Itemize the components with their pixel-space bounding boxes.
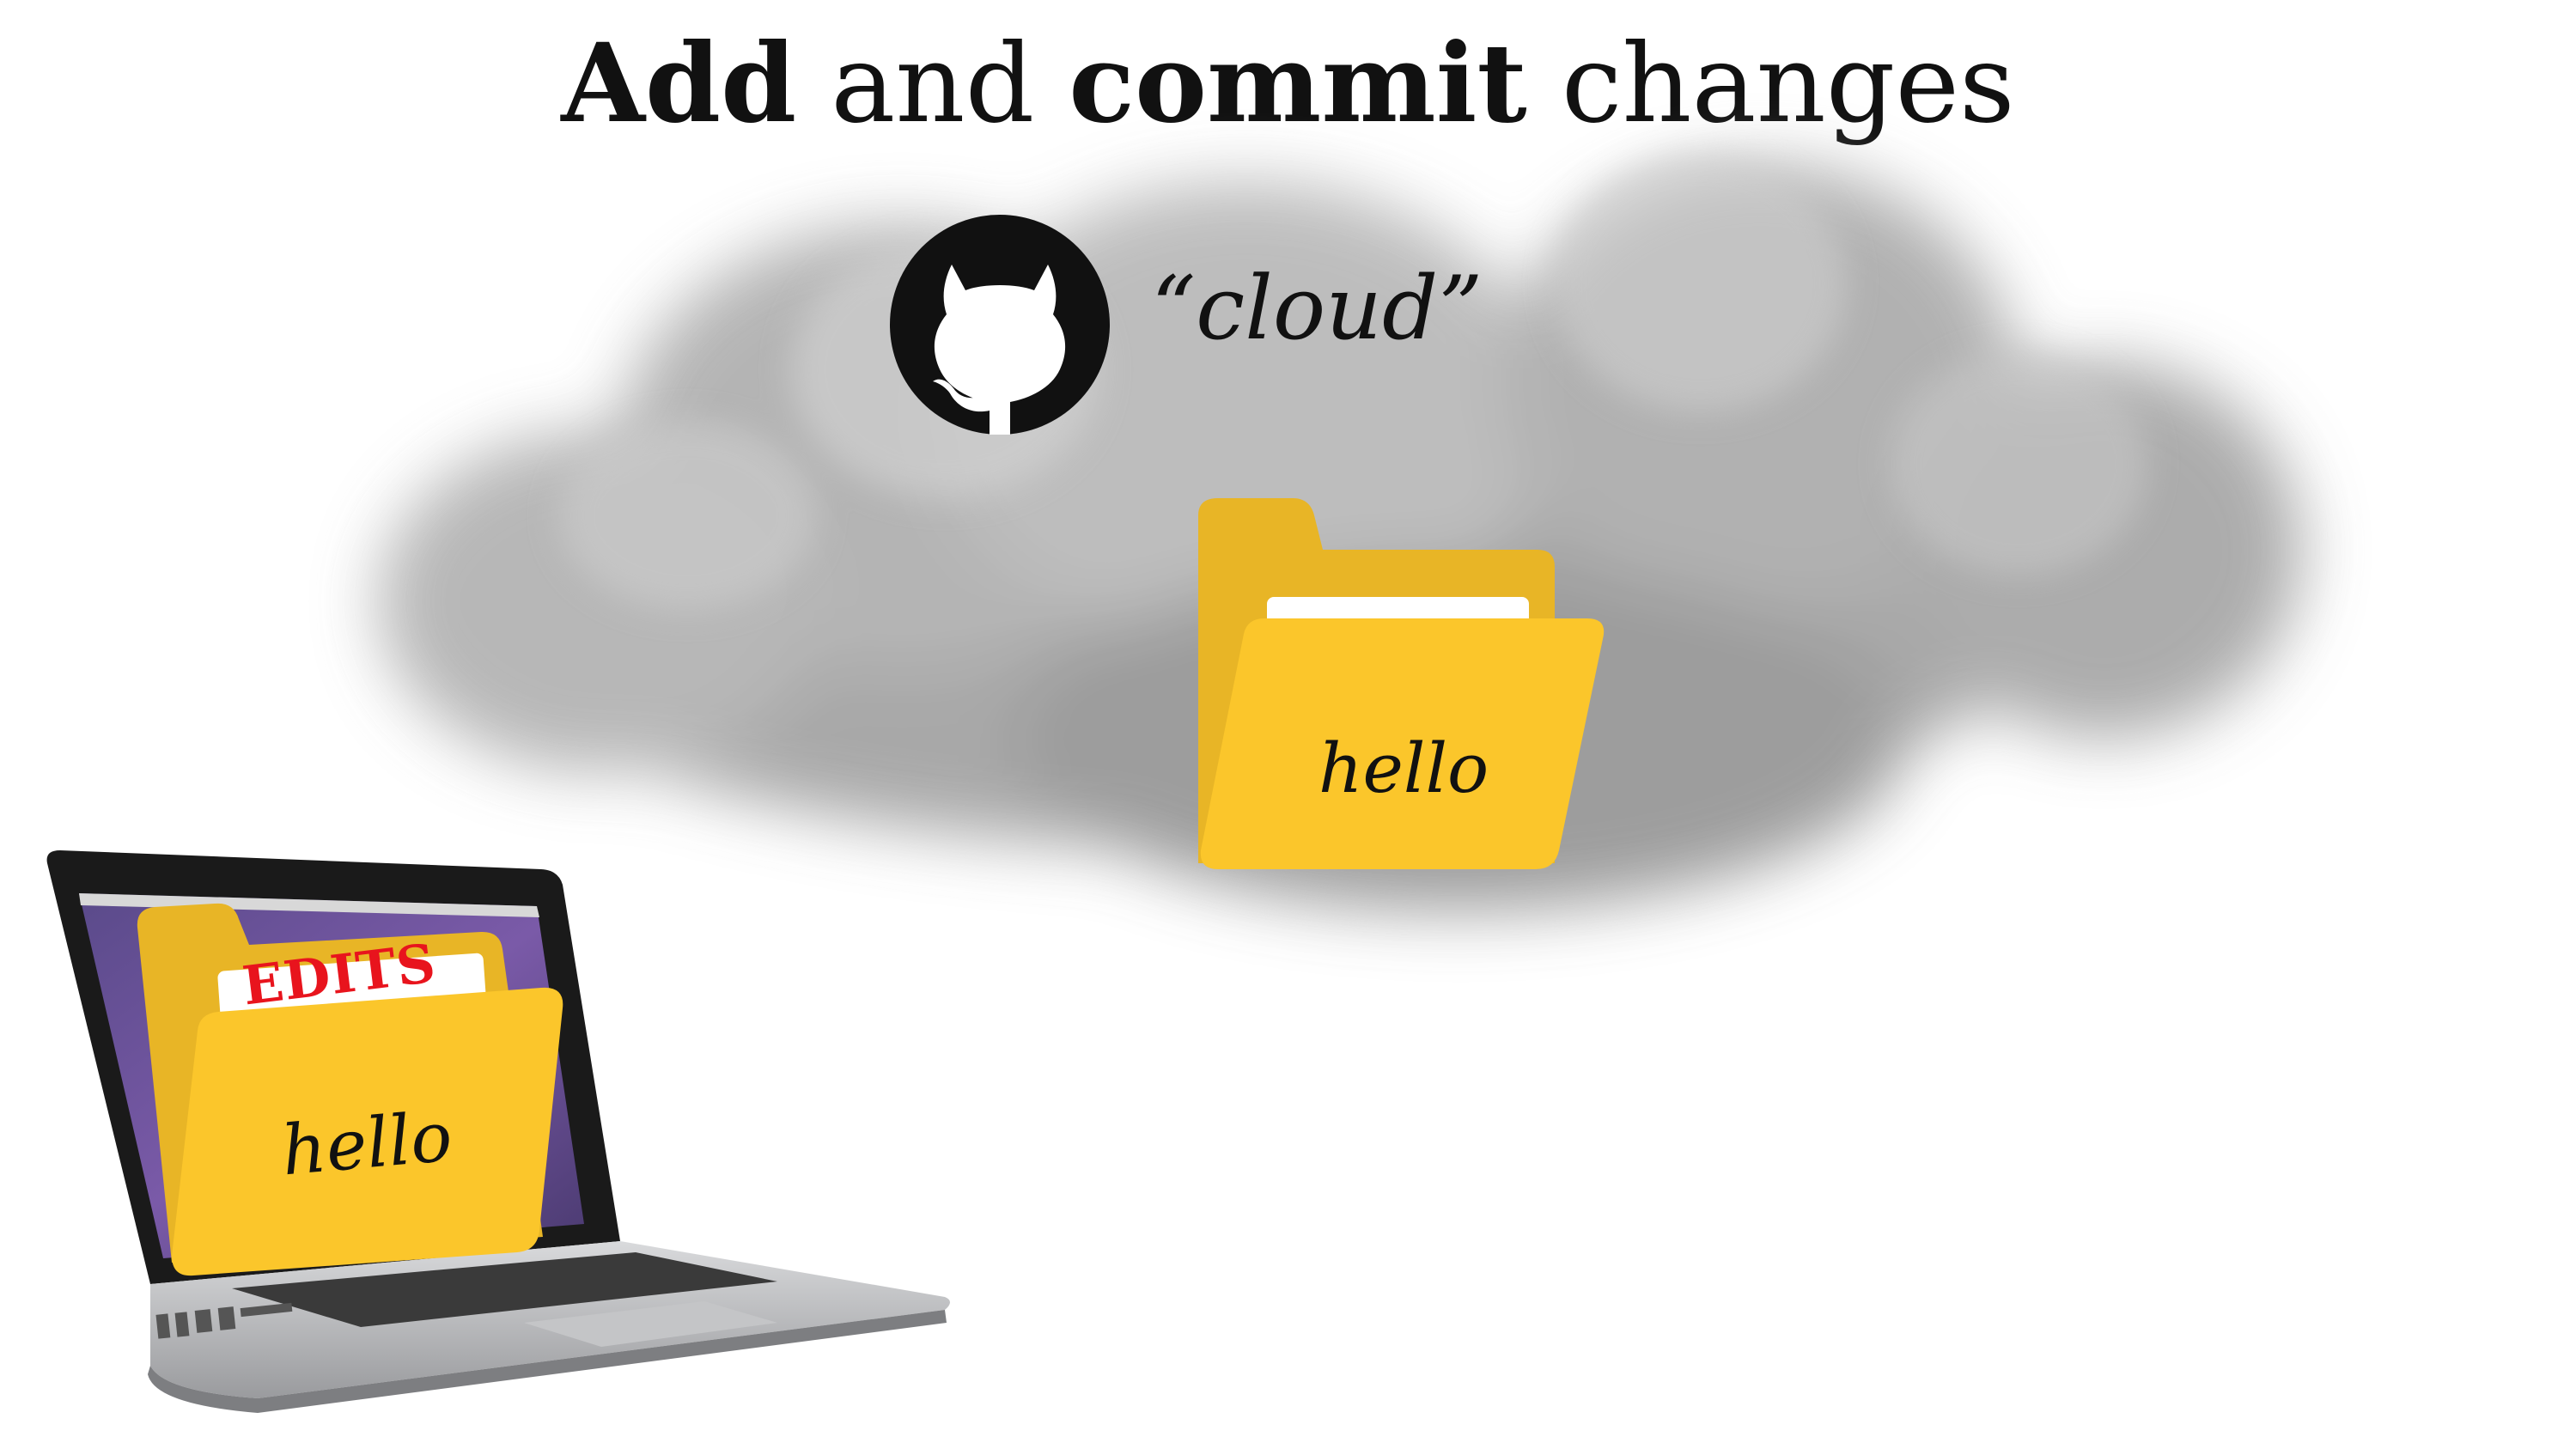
title-add: Add (561, 20, 797, 147)
title-commit: commit (1069, 20, 1527, 147)
slide-title: Add and commit changes (0, 19, 2576, 149)
title-changes: changes (1526, 21, 2015, 147)
laptop-folder-icon (137, 903, 563, 1276)
cloud-folder-icon (1198, 498, 1605, 869)
cloud-folder-label: hello (1318, 728, 1489, 808)
github-logo-icon (890, 215, 1110, 435)
title-and: and (796, 21, 1069, 147)
laptop-folder-label: hello (278, 1096, 455, 1191)
cloud-label: “cloud” (1151, 258, 1483, 360)
